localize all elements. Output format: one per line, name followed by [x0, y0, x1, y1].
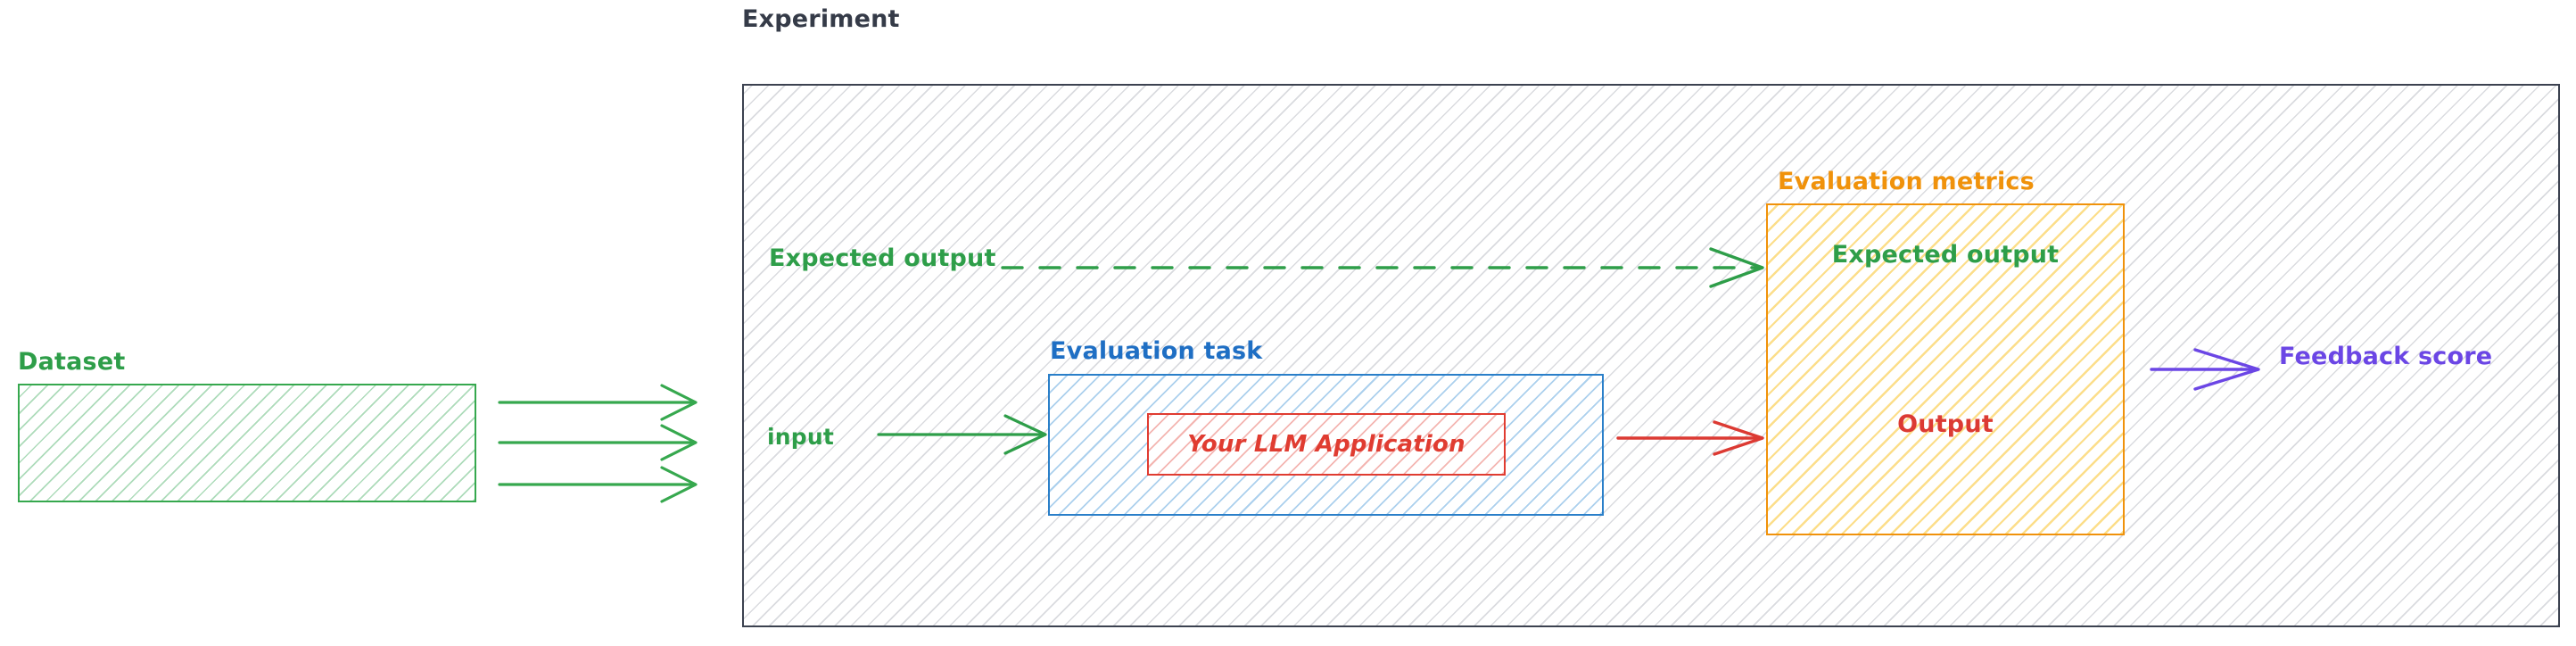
evaluation-metrics-box: Expected output Output — [1766, 203, 2125, 535]
dataset-title: Dataset — [18, 348, 126, 376]
input-flow-label: input — [767, 424, 835, 450]
feedback-score-label: Feedback score — [2279, 343, 2493, 370]
dataset-arrow-3 — [498, 466, 698, 503]
llm-application-box: Your LLM Application — [1147, 413, 1506, 476]
metrics-expected-output-label: Expected output — [1831, 241, 2060, 269]
evaluation-task-title: Evaluation task — [1050, 337, 1263, 365]
dataset-arrow-2 — [498, 424, 698, 461]
metrics-output-label: Output — [1897, 410, 1994, 438]
expected-output-flow-label: Expected output — [769, 244, 996, 272]
dataset-arrow-1 — [498, 384, 698, 421]
experiment-title: Experiment — [742, 5, 900, 33]
dataset-box — [18, 384, 476, 502]
evaluation-metrics-title: Evaluation metrics — [1778, 168, 2035, 195]
llm-application-label: Your LLM Application — [1187, 431, 1466, 458]
